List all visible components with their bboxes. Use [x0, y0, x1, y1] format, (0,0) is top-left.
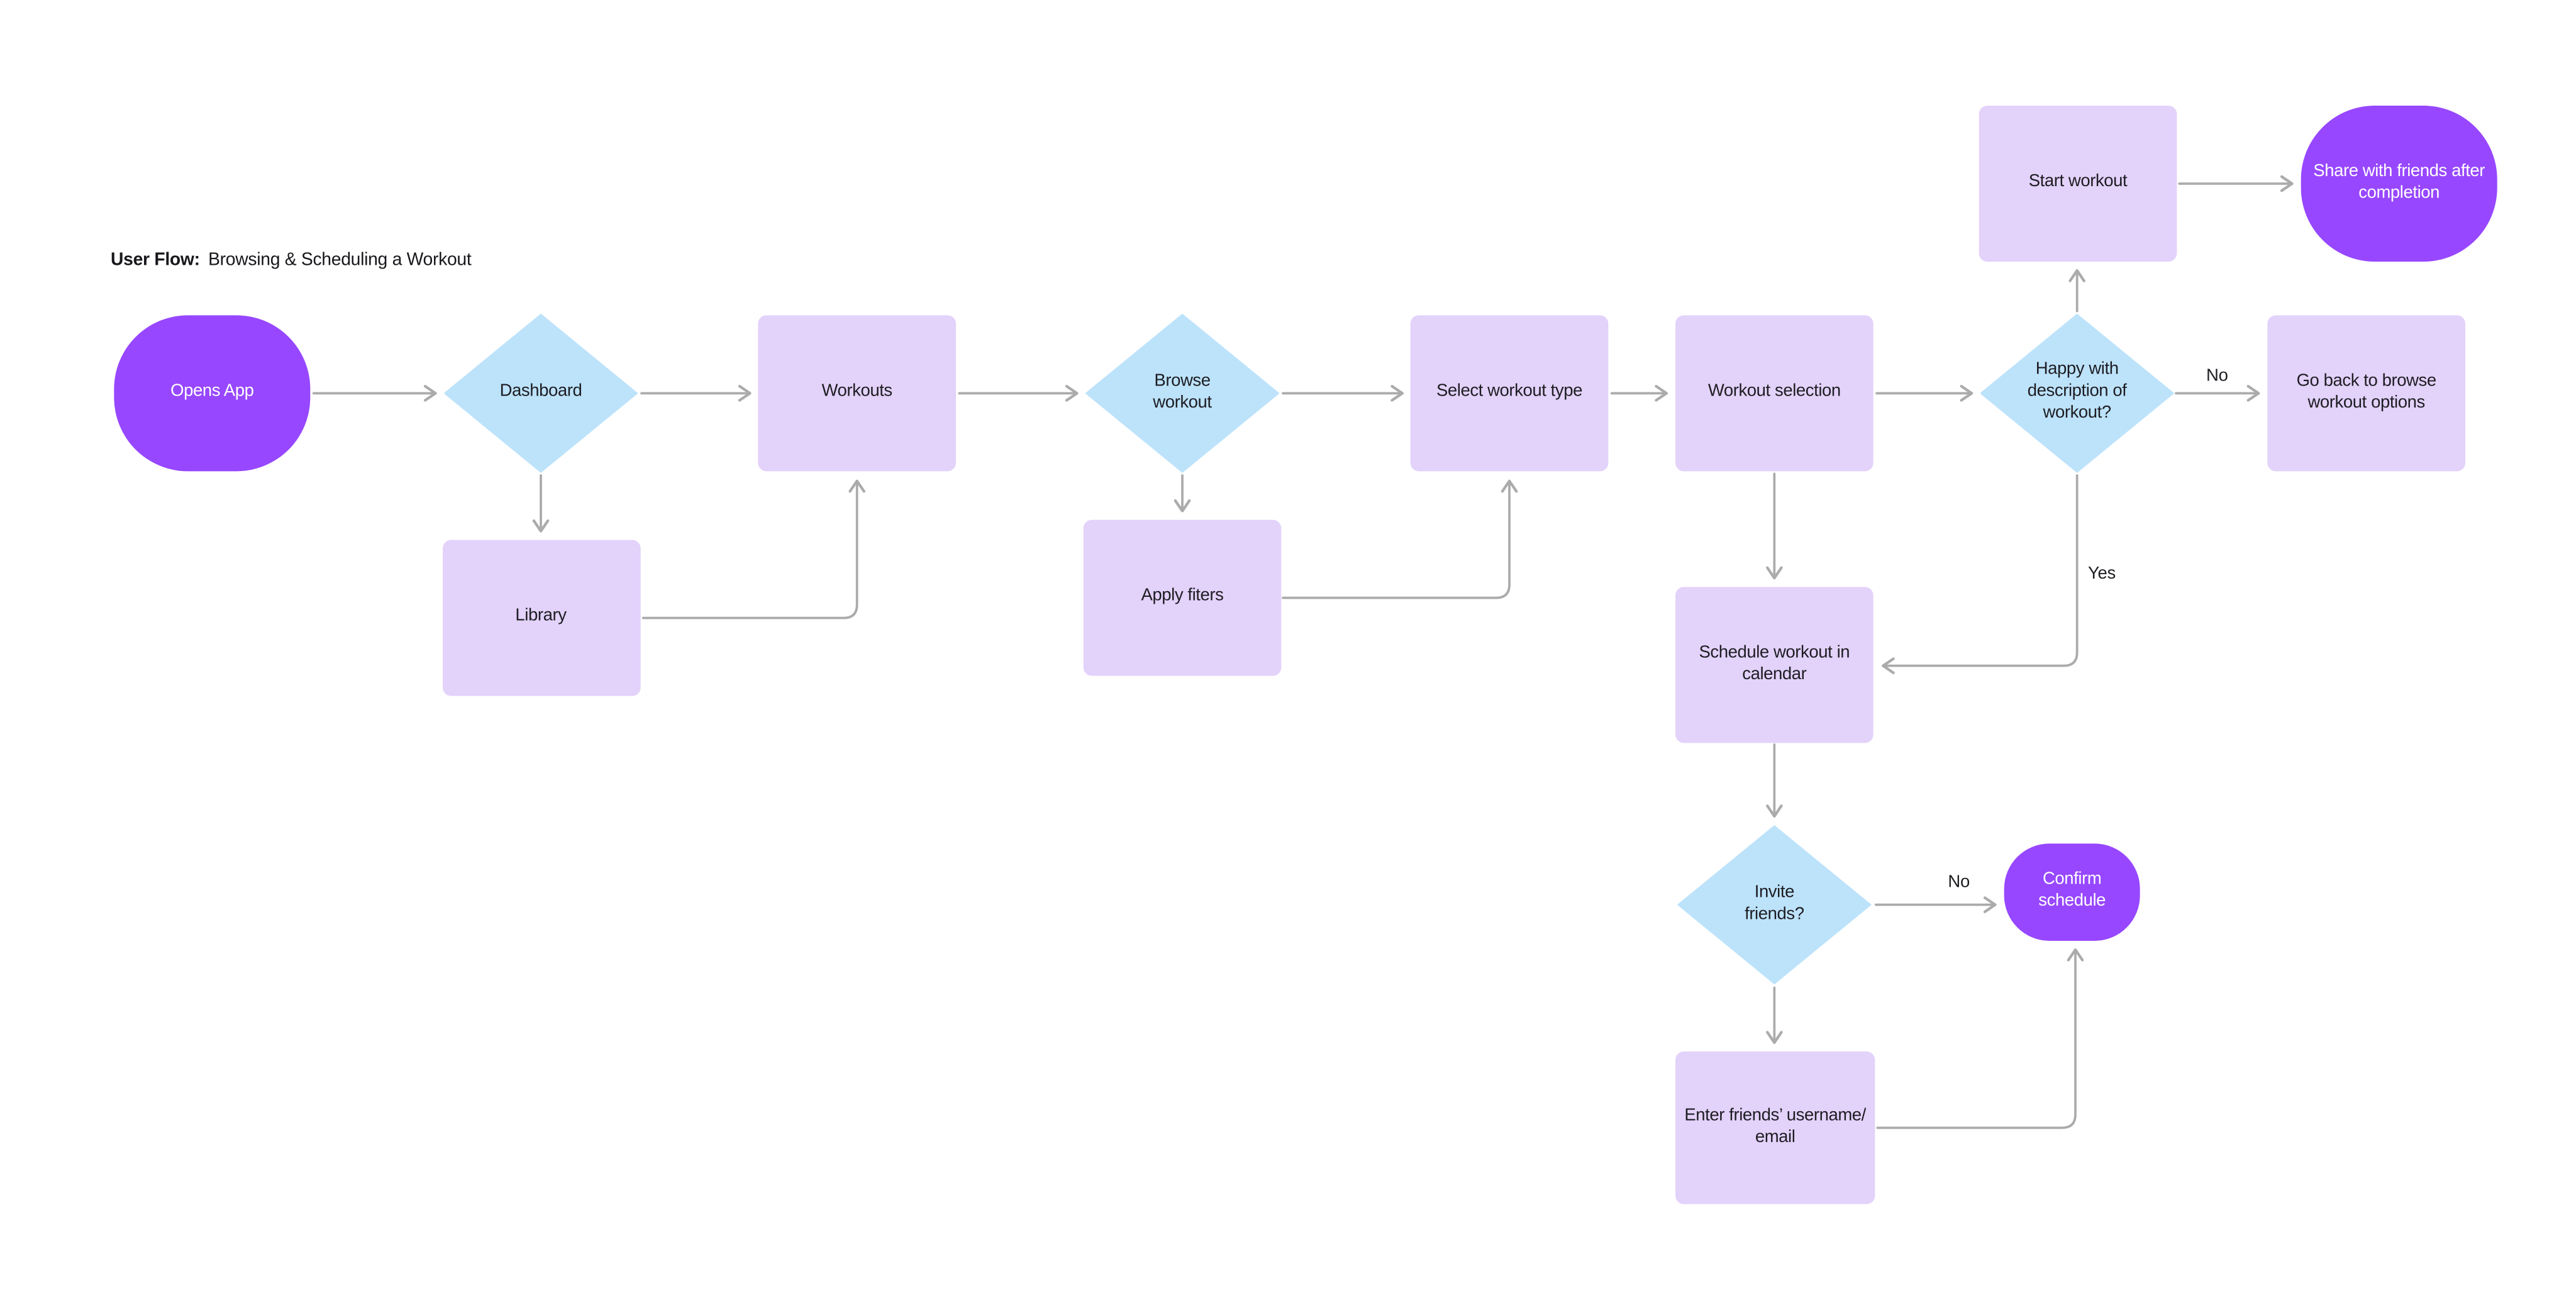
diagram-title-prefix: User Flow: — [111, 250, 200, 270]
node-select-workout-type-label: Select workout type — [1436, 382, 1583, 401]
node-invite-friends-label: Invite friends? — [1745, 883, 1804, 924]
edge-library-to-workouts[interactable] — [641, 479, 866, 619]
node-enter-friends[interactable]: Enter friends’ username/ email — [1675, 1051, 1875, 1204]
node-select-workout-type[interactable]: Select workout type — [1410, 315, 1609, 472]
diagram-title-text: Browsing & Scheduling a Workout — [208, 250, 472, 270]
node-schedule-workout[interactable]: Schedule workout in calendar — [1675, 587, 1874, 743]
node-workout-selection-label: Workout selection — [1707, 382, 1841, 401]
node-confirm-schedule[interactable]: Confirm schedule — [2004, 843, 2140, 941]
node-workouts-label: Workouts — [821, 382, 893, 401]
node-apply-filters-label: Apply fiters — [1141, 587, 1224, 606]
node-go-back-browse[interactable]: Go back to browse workout options — [2267, 315, 2466, 472]
node-start-workout[interactable]: Start workout — [1979, 106, 2177, 262]
edge-label-happy-yes[interactable]: Yes — [2088, 565, 2116, 584]
edge-label-happy-no[interactable]: No — [2206, 367, 2228, 386]
node-dashboard-label: Dashboard — [499, 382, 582, 401]
node-schedule-workout-label: Schedule workout in calendar — [1699, 643, 1850, 684]
node-workout-selection[interactable]: Workout selection — [1675, 315, 1874, 472]
diagram-title[interactable]: User Flow: Browsing & Scheduling a Workou… — [111, 250, 472, 270]
edge-enter-friends-to-confirm-schedule[interactable] — [1876, 948, 2084, 1129]
node-browse-workout-label: Browse workout — [1153, 371, 1212, 412]
edge-happy-decision-yes-to-schedule-workout[interactable] — [1882, 474, 2079, 675]
node-share-with-friends[interactable]: Share with friends after completion — [2301, 106, 2497, 262]
node-apply-filters[interactable]: Apply fiters — [1083, 519, 1282, 676]
edge-label-invite-no[interactable]: No — [1948, 874, 1970, 892]
node-go-back-browse-label: Go back to browse workout options — [2296, 371, 2437, 412]
node-library-label: Library — [515, 607, 567, 626]
node-library[interactable]: Library — [441, 540, 640, 696]
node-happy-with-description-label: Happy with description of workout? — [2027, 360, 2127, 423]
node-workouts[interactable]: Workouts — [758, 315, 957, 472]
node-enter-friends-label: Enter friends’ username/ email — [1684, 1106, 1866, 1146]
node-confirm-schedule-label: Confirm schedule — [2038, 870, 2106, 911]
node-share-with-friends-label: Share with friends after completion — [2313, 162, 2485, 203]
edge-apply-filters-to-select-workout-type[interactable] — [1282, 479, 1518, 599]
node-opens-app-label: Opens App — [170, 382, 254, 401]
node-start-workout-label: Start workout — [2028, 172, 2128, 192]
node-opens-app[interactable]: Opens App — [114, 315, 311, 472]
